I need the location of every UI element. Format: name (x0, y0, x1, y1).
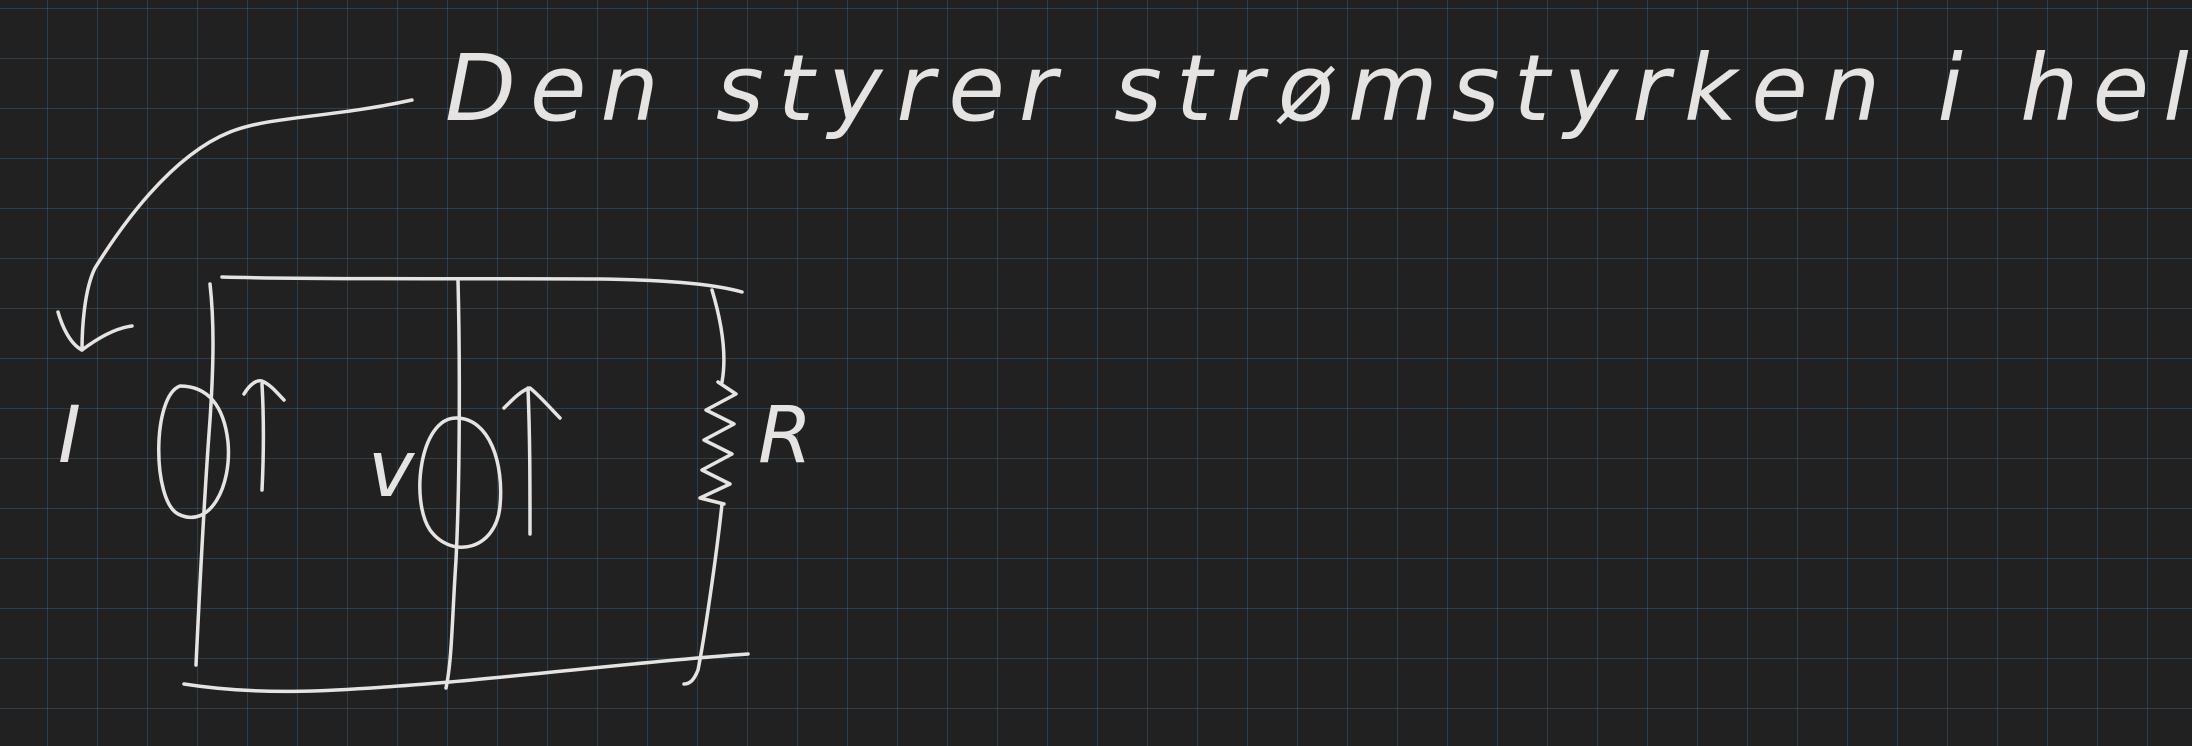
bottom-wire (182, 652, 750, 694)
annotation-arrowhead (56, 310, 134, 352)
resistor-symbol (698, 380, 738, 506)
resistor-label: R (758, 391, 812, 481)
voltage-source-wire (444, 278, 462, 690)
top-wire (220, 275, 744, 294)
voltage-source-symbol (418, 416, 503, 549)
annotation-note: Den styrer strømstyrken i hele serien. (445, 35, 2192, 142)
resistor-wire-top (710, 288, 726, 384)
current-source-symbol (157, 384, 231, 520)
current-source-label: I (58, 391, 81, 481)
annotation-arrow (80, 98, 414, 352)
current-arrow (242, 379, 286, 492)
voltage-source-label: v (368, 425, 416, 515)
voltage-arrow (502, 386, 562, 536)
current-source-wire (194, 282, 215, 667)
resistor-wire-bottom (682, 502, 724, 686)
